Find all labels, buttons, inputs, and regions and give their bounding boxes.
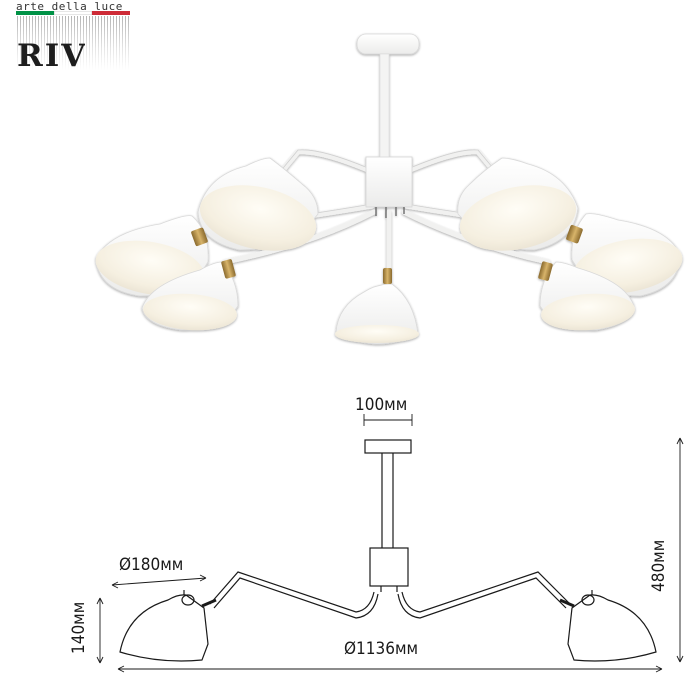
technical-drawing <box>96 414 684 673</box>
italian-flag-stripe <box>16 11 130 15</box>
shade-top-left <box>197 157 319 251</box>
dim-total-height: 480мм <box>649 539 669 592</box>
stem <box>379 53 390 159</box>
brass-joint <box>566 224 583 244</box>
drawing-arm-right <box>401 571 571 613</box>
shade-bottom-center <box>335 268 419 345</box>
dim-canopy-width: 100мм <box>355 395 408 415</box>
dim-total-diameter: Ø1136мм <box>344 639 419 659</box>
shade-low-right <box>538 261 635 331</box>
brand-logo: RIVOLI <box>17 38 85 74</box>
brass-joint <box>538 261 553 281</box>
brass-joint <box>383 268 392 284</box>
flag-red <box>92 11 130 15</box>
flag-green <box>16 11 54 15</box>
shade-top-right <box>457 157 579 251</box>
drawing-arm-left <box>209 571 375 613</box>
hub-clips <box>375 207 405 218</box>
brass-joint <box>221 259 236 279</box>
drawing-hub <box>369 547 409 587</box>
brass-joint <box>191 227 208 247</box>
drawing-shade-left <box>119 590 217 662</box>
dim-shade-diameter: Ø180мм <box>119 555 184 575</box>
dimension-lines <box>96 414 684 673</box>
chandelier-photo <box>95 33 683 345</box>
brand-tagline: arte della luce <box>16 0 123 13</box>
flag-white <box>54 11 92 15</box>
drawing-canopy <box>364 439 412 454</box>
ceiling-canopy <box>356 33 420 55</box>
dim-shade-height: 140мм <box>69 601 89 654</box>
logo-texture <box>17 16 130 70</box>
center-hub <box>365 156 413 208</box>
shade-low-left <box>141 259 239 331</box>
drawing-shade-right <box>559 590 657 662</box>
